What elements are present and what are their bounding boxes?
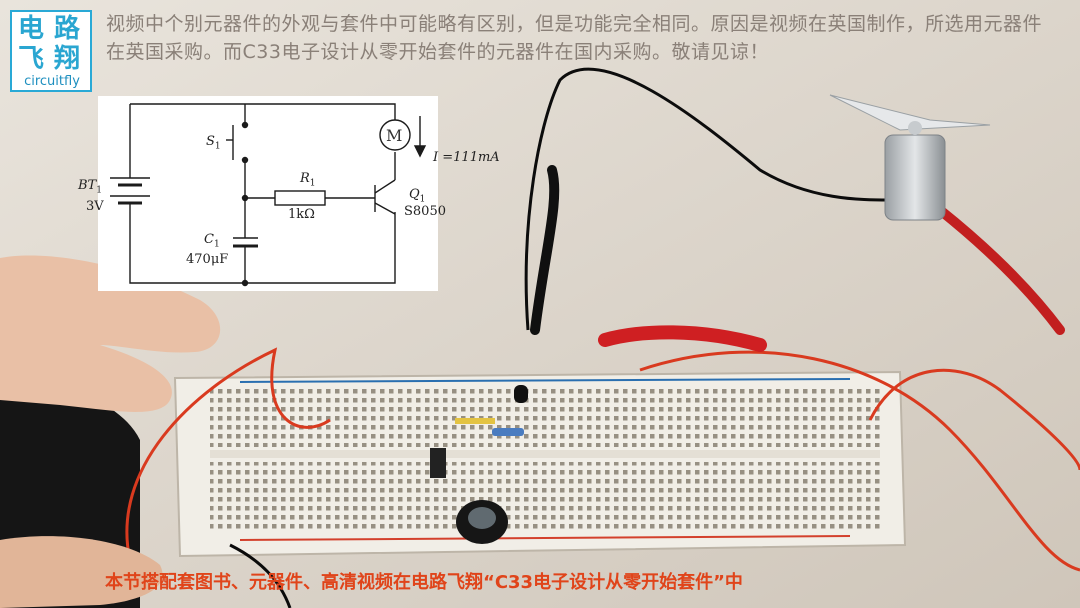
capacitor-value: 470μF bbox=[186, 252, 229, 267]
transistor-label: Q1 bbox=[409, 187, 426, 205]
logo-char-2: 路 bbox=[54, 14, 81, 44]
capacitor-label: C1 bbox=[204, 232, 220, 250]
logo-english: circuitfly bbox=[24, 74, 80, 89]
transistor-value: S8050 bbox=[404, 204, 446, 219]
schematic-diagram bbox=[110, 103, 427, 287]
current-label: I =111mA bbox=[433, 150, 500, 165]
logo-char-3: 飞 bbox=[18, 44, 45, 74]
battery-value: 3V bbox=[86, 199, 104, 214]
breadboard bbox=[173, 370, 907, 558]
wire-jumper-yellow bbox=[455, 418, 495, 424]
hand bbox=[0, 255, 221, 412]
resistor-label: R1 bbox=[300, 171, 316, 189]
switch-label: S1 bbox=[206, 134, 221, 152]
battery-label: BT1 bbox=[78, 178, 102, 196]
transistor-component bbox=[514, 385, 528, 403]
push-button-component bbox=[430, 448, 446, 478]
logo-char-4: 翔 bbox=[54, 44, 81, 74]
footer-caption: 本节搭配套图书、元器件、高清视频在电路飞翔“C33电子设计从零开始套件”中 bbox=[105, 572, 743, 593]
resistor-value: 1kΩ bbox=[288, 207, 315, 222]
notice-caption: 视频中个别元器件的外观与套件中可能略有区别，但是功能完全相同。原因是视频在英国制… bbox=[106, 13, 1043, 63]
resistor-component bbox=[492, 428, 524, 436]
schematic-motor-label: M bbox=[386, 126, 402, 145]
dc-motor bbox=[829, 94, 991, 221]
logo-char-1: 电 bbox=[18, 14, 45, 44]
circuitfly-logo: 电 路 飞 翔 circuitfly bbox=[10, 10, 92, 92]
